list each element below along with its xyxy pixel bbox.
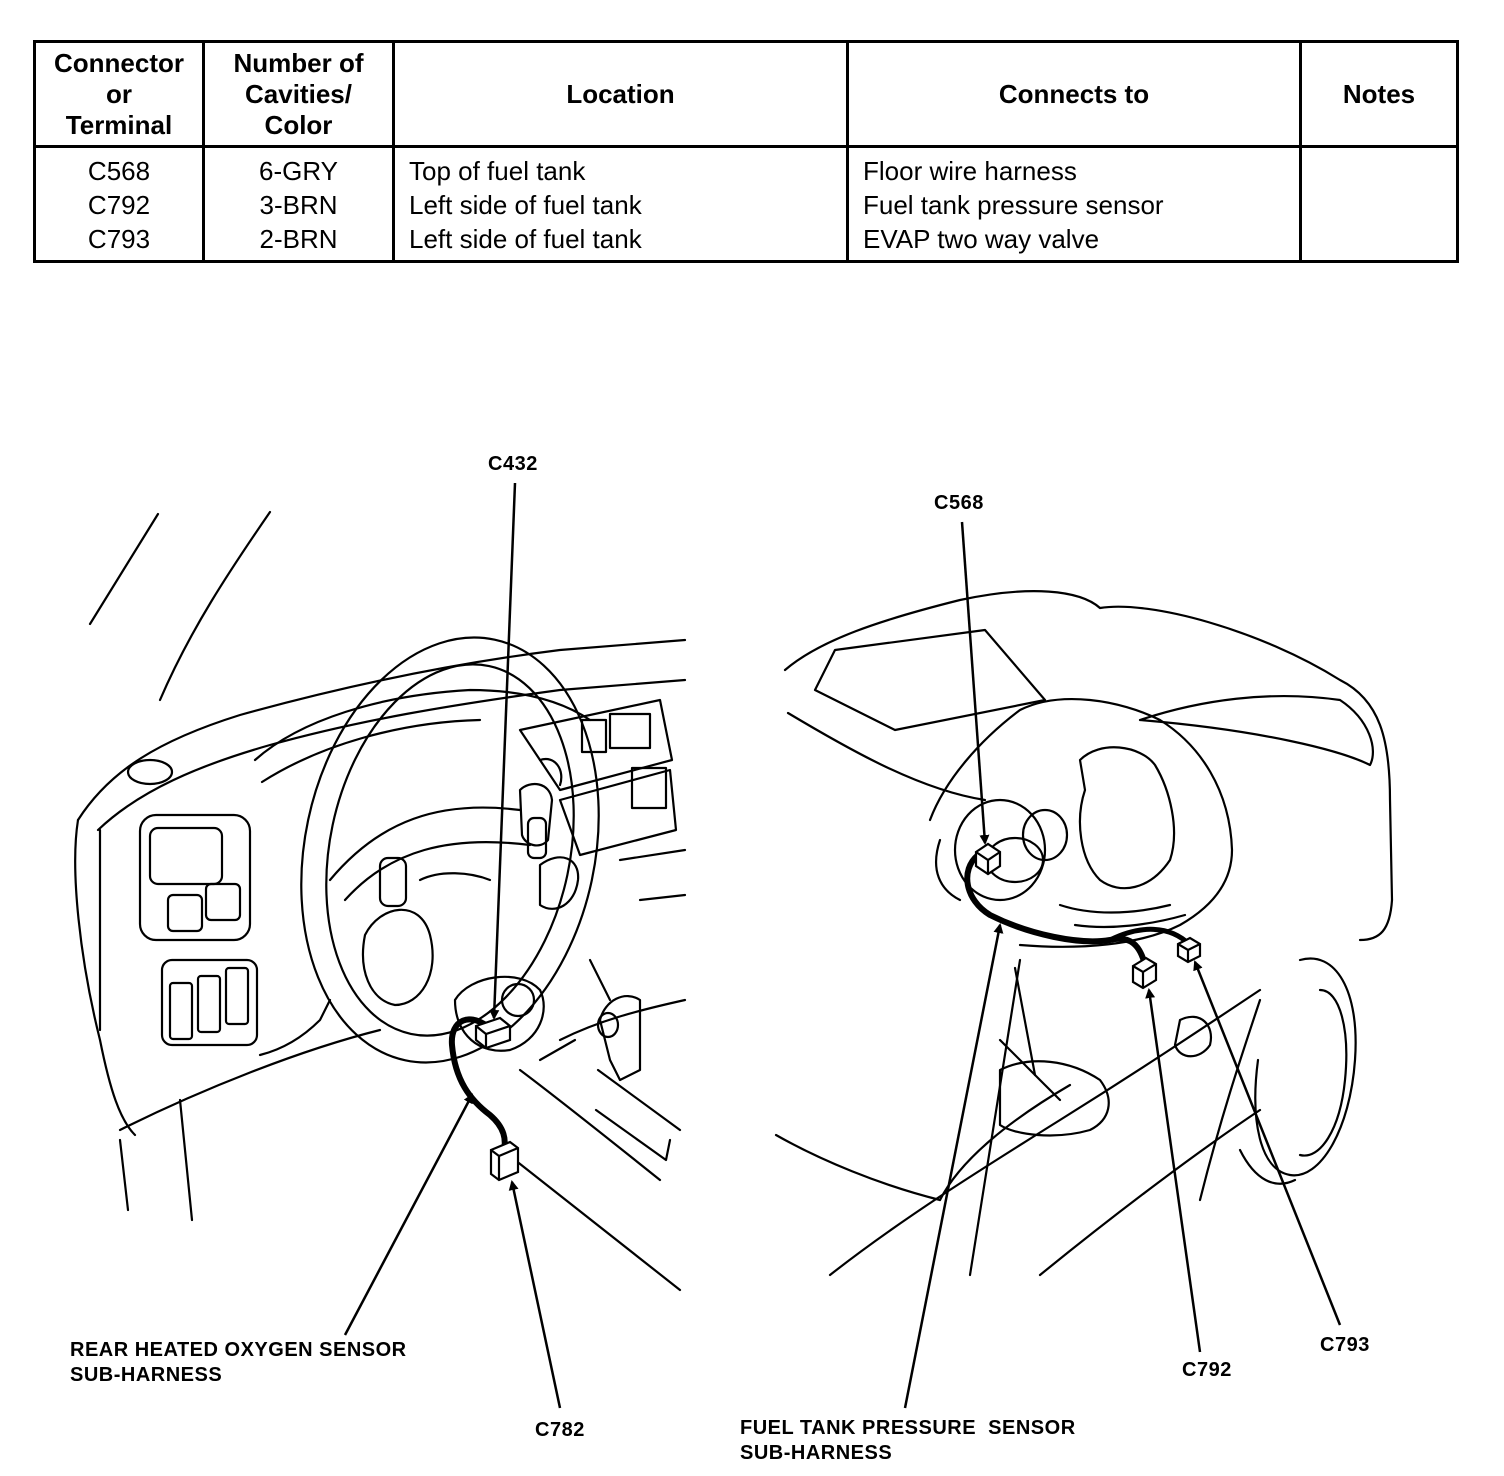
column-connects-to: Floor wire harness Fuel tank pressure se… bbox=[846, 145, 1302, 263]
label-c432: C432 bbox=[488, 453, 538, 475]
table-body-row: C568 C792 C793 6-GRY 3-BRN 2-BRN Top of … bbox=[33, 145, 1459, 263]
fuel-tank-drawing bbox=[774, 590, 1394, 1277]
connector-c782-shape bbox=[489, 1140, 520, 1182]
label-c792: C792 bbox=[1182, 1359, 1232, 1381]
cell-cavities: 2-BRN bbox=[259, 224, 338, 254]
table-header-row: Connector or Terminal Number of Cavities… bbox=[33, 40, 1459, 148]
cell-connector: C568 bbox=[87, 156, 151, 186]
label-c568: C568 bbox=[934, 492, 984, 514]
connector-c793-shape bbox=[1176, 936, 1202, 964]
column-connector: C568 C792 C793 bbox=[33, 145, 205, 263]
cell-location: Left side of fuel tank bbox=[409, 190, 642, 220]
label-c793: C793 bbox=[1320, 1334, 1370, 1356]
cell-connects-to: Floor wire harness bbox=[863, 156, 1077, 186]
label-rear-oxygen-harness-line1: REAR HEATED OXYGEN SENSOR bbox=[70, 1339, 407, 1361]
fuel-tank-pressure-sensor-harness bbox=[964, 842, 1202, 990]
connector-c792-shape bbox=[1131, 956, 1158, 990]
label-c782: C782 bbox=[535, 1419, 585, 1441]
header-connects-to: Connects to bbox=[846, 40, 1302, 148]
cell-connector: C792 bbox=[87, 190, 151, 220]
header-location: Location bbox=[392, 40, 849, 148]
column-notes bbox=[1299, 145, 1459, 263]
column-cavities: 6-GRY 3-BRN 2-BRN bbox=[202, 145, 395, 263]
cell-location: Left side of fuel tank bbox=[409, 224, 642, 254]
label-fuel-tank-harness-line2: SUB-HARNESS bbox=[740, 1442, 893, 1464]
leader-c568 bbox=[960, 521, 990, 845]
header-cavities: Number of Cavities/ Color bbox=[202, 40, 395, 148]
cell-cavities: 6-GRY bbox=[259, 156, 338, 186]
column-location: Top of fuel tank Left side of fuel tank … bbox=[392, 145, 849, 263]
leader-arrows bbox=[343, 482, 1342, 1409]
leader-c793 bbox=[1193, 960, 1342, 1326]
cell-cavities: 3-BRN bbox=[259, 190, 338, 220]
label-rear-oxygen-harness-line2: SUB-HARNESS bbox=[70, 1364, 223, 1386]
leader-c432 bbox=[489, 482, 517, 1020]
leader-fuel-tank-harness bbox=[903, 923, 1004, 1409]
cell-connects-to: EVAP two way valve bbox=[863, 224, 1100, 254]
rear-oxygen-sensor-harness bbox=[448, 1016, 520, 1182]
connector-c568-shape bbox=[974, 842, 1002, 876]
header-connector: Connector or Terminal bbox=[33, 40, 205, 148]
cell-location: Top of fuel tank bbox=[409, 156, 586, 186]
header-notes: Notes bbox=[1299, 40, 1459, 148]
cell-connector: C793 bbox=[87, 224, 151, 254]
dashboard-drawing bbox=[74, 510, 687, 1292]
connector-c432-shape bbox=[474, 1016, 512, 1050]
label-fuel-tank-harness-line1: FUEL TANK PRESSURE SENSOR bbox=[740, 1417, 1076, 1439]
leader-c782 bbox=[508, 1180, 562, 1409]
leader-rear-oxygen-harness bbox=[343, 1093, 474, 1336]
cell-connects-to: Fuel tank pressure sensor bbox=[863, 190, 1164, 220]
leader-c792 bbox=[1145, 988, 1202, 1353]
connector-table: Connector or Terminal Number of Cavities… bbox=[33, 40, 1459, 263]
